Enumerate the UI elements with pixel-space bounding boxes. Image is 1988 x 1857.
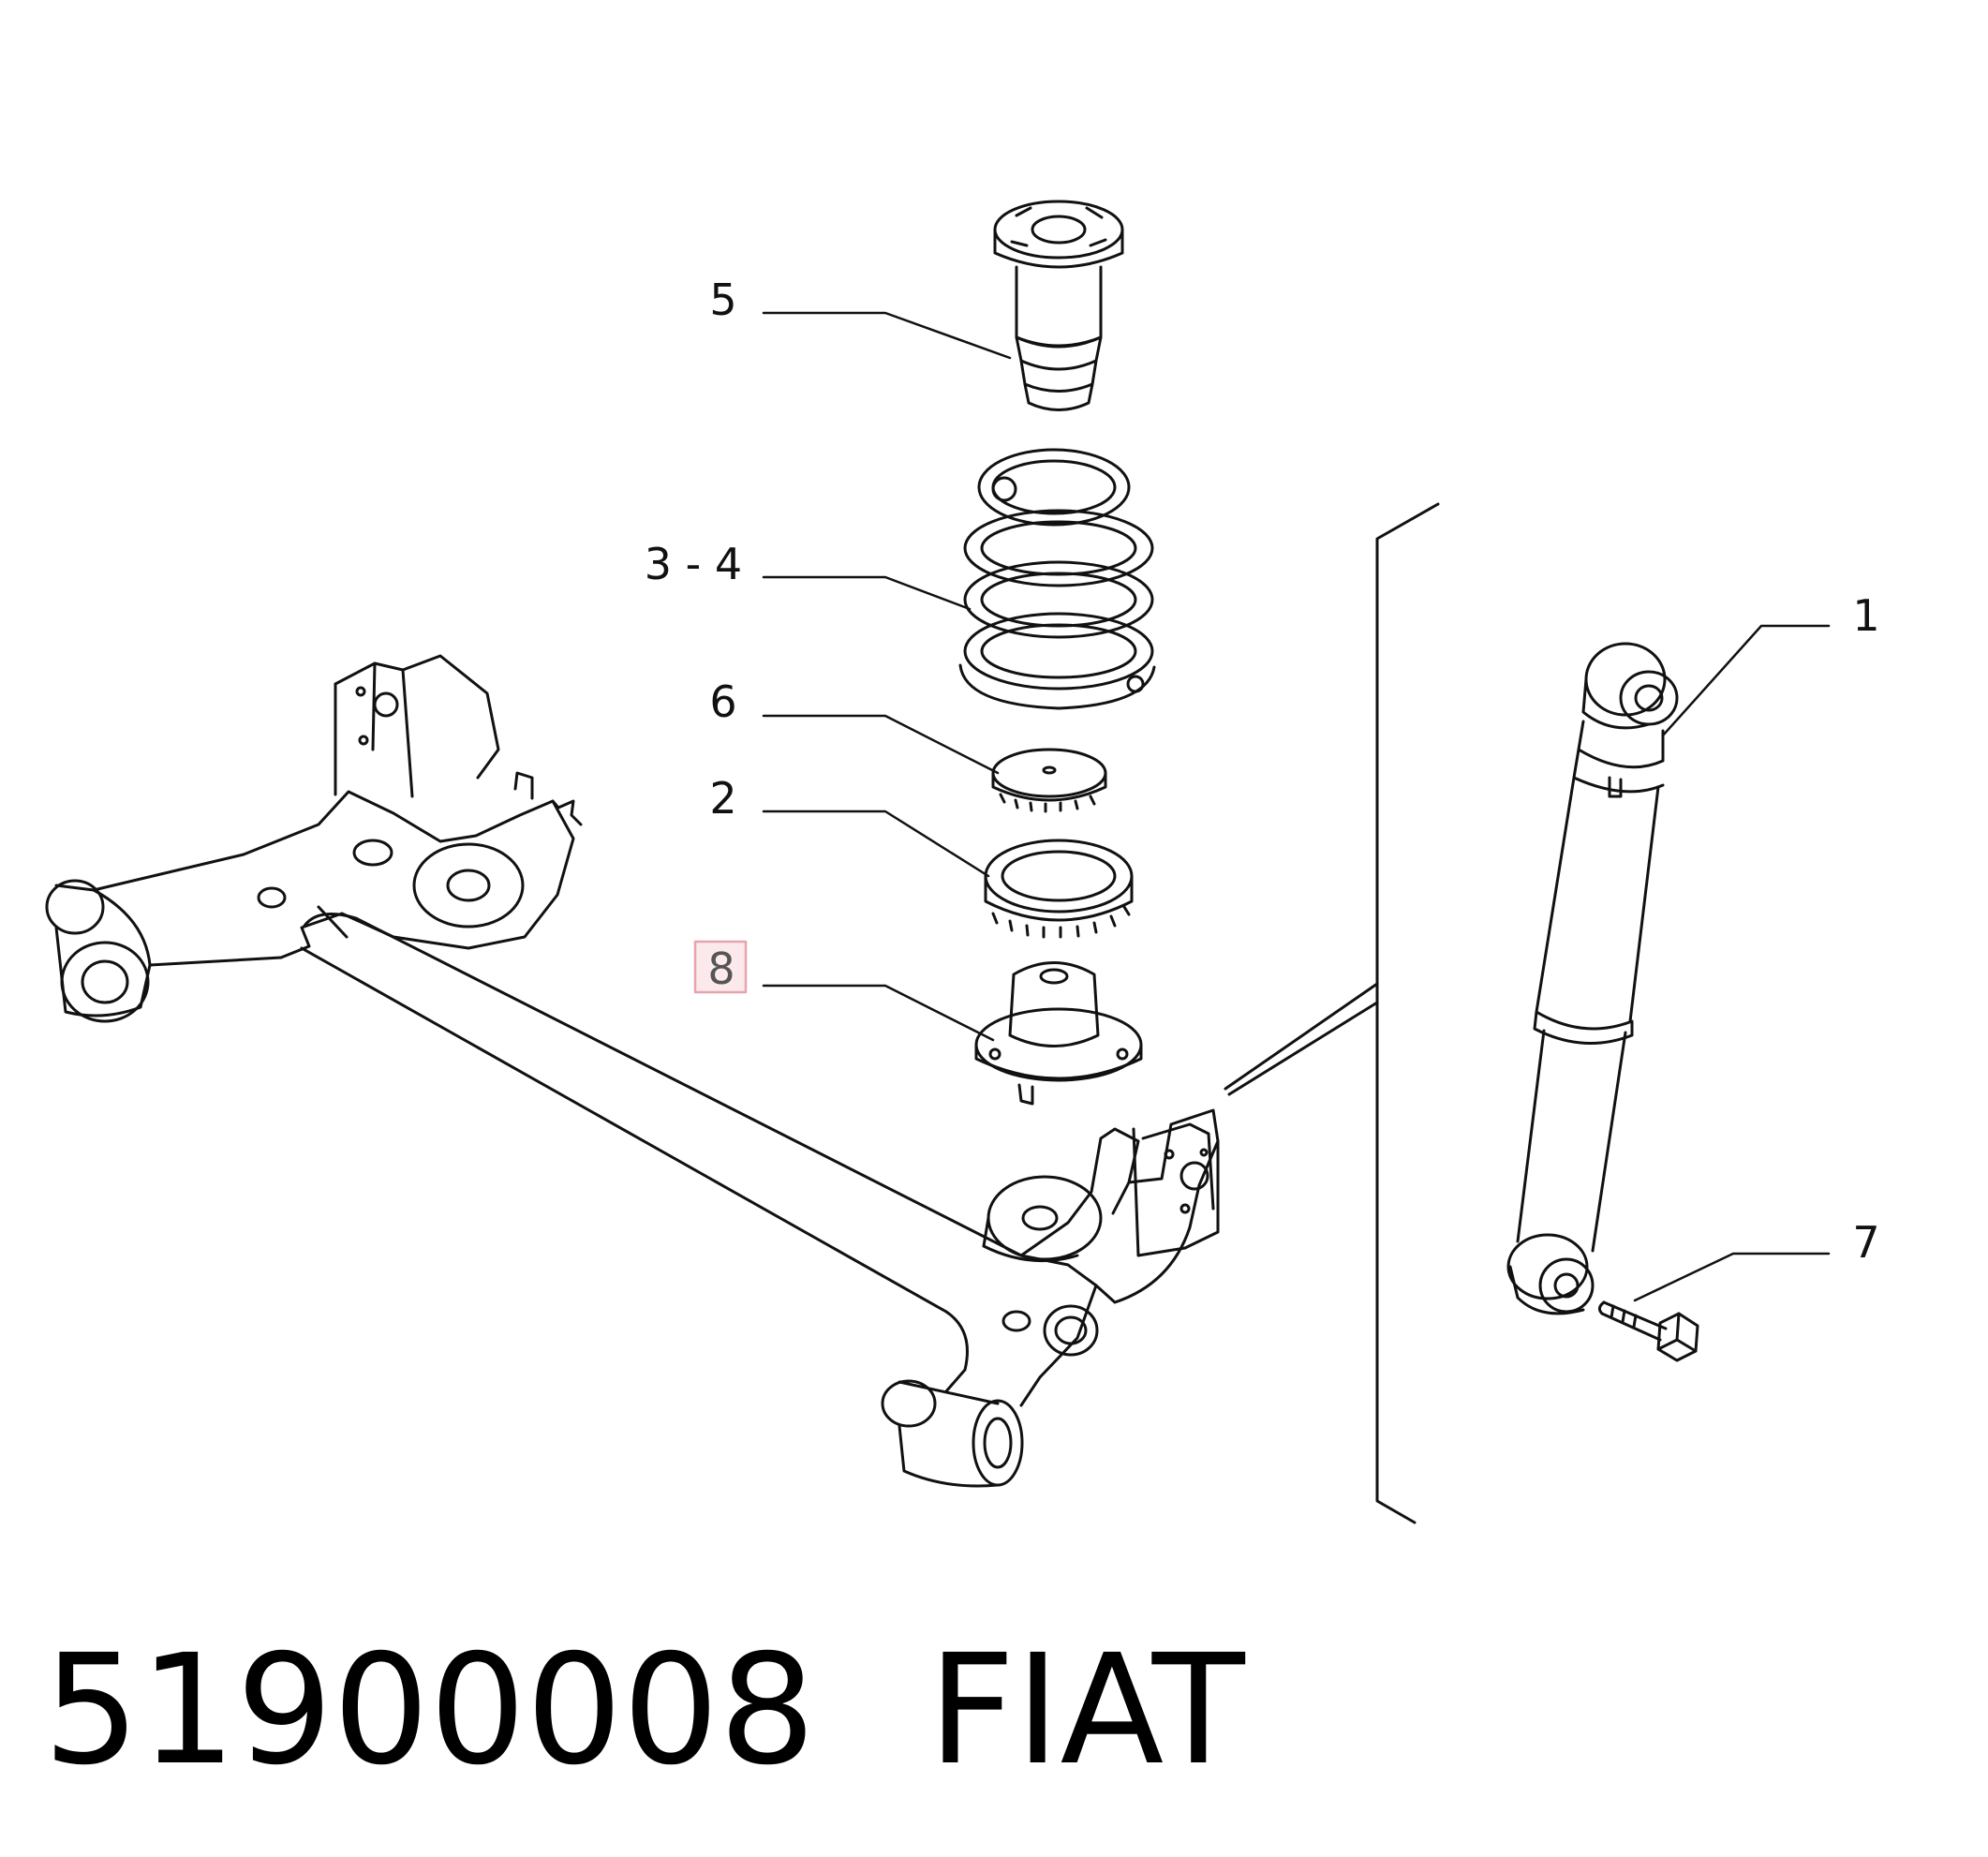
callout-8-highlight <box>693 940 748 994</box>
part-5-bump-stop <box>993 200 1124 411</box>
part-1-shock-absorber <box>1506 642 1679 1315</box>
leader-1 <box>1661 624 1831 737</box>
leader-5 <box>762 311 1012 360</box>
leader-2 <box>762 810 990 878</box>
brand-name: FIAT <box>927 1623 1245 1799</box>
part-3-4-coil-spring <box>958 448 1156 710</box>
callout-labels: 5 3 - 4 6 2 8 1 7 <box>645 275 1880 1268</box>
leader-3-4 <box>762 575 972 611</box>
part-7-bolt <box>1597 1300 1699 1362</box>
leader-7 <box>1633 1252 1831 1302</box>
part-8-rubber-buffer <box>974 961 1143 1106</box>
rear-axle-beam <box>45 654 1220 1488</box>
leader-8 <box>762 984 995 1042</box>
callout-5[interactable]: 5 <box>709 275 736 325</box>
part-number: 51900008 <box>43 1623 816 1799</box>
callout-8[interactable]: 8 <box>707 943 734 994</box>
callout-7[interactable]: 7 <box>1852 1217 1879 1268</box>
group-bracket <box>1224 502 1440 1524</box>
callout-1[interactable]: 1 <box>1852 590 1879 641</box>
callout-3-4[interactable]: 3 - 4 <box>645 539 742 589</box>
part-2-spring-seat <box>984 839 1134 939</box>
leader-lines <box>762 311 1831 1302</box>
leader-6 <box>762 714 1000 775</box>
part-6-spring-pad <box>991 748 1107 813</box>
callout-2[interactable]: 2 <box>709 773 736 824</box>
callout-6[interactable]: 6 <box>709 676 736 727</box>
